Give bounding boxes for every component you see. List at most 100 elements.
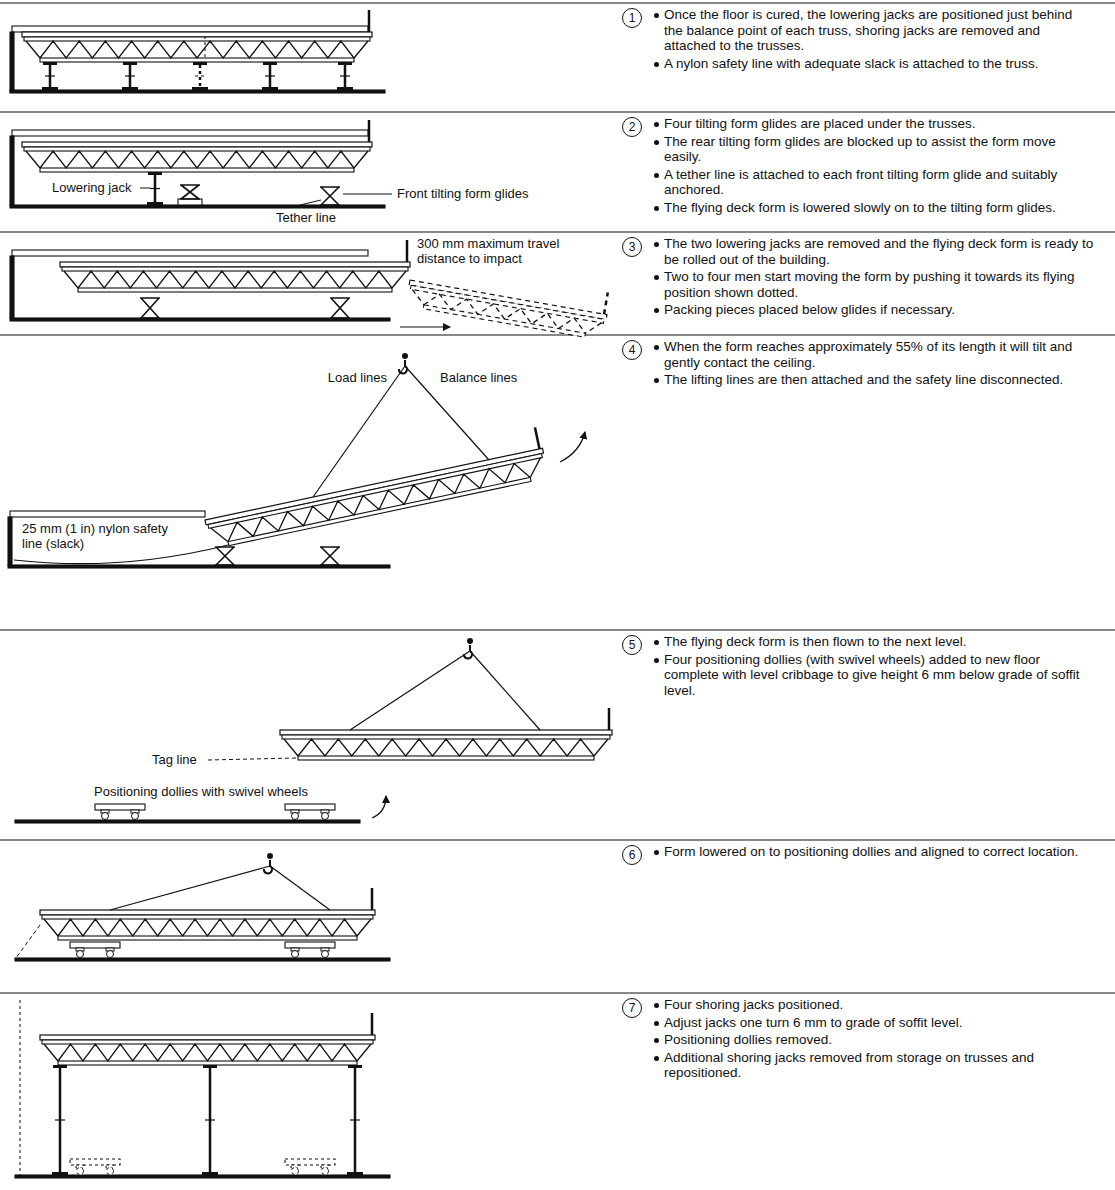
end-post — [26, 41, 40, 58]
dolly-frame — [70, 942, 120, 948]
jack-handle — [350, 1119, 360, 1120]
dolly-frame — [285, 942, 335, 948]
dolly-frame — [285, 1159, 335, 1165]
part-label: 300 mm maximum travel distance to impact — [415, 236, 594, 266]
deck — [22, 32, 372, 37]
section-separator — [0, 630, 1115, 631]
bullet-dot — [654, 308, 659, 313]
deck — [60, 262, 410, 267]
end-post — [354, 41, 368, 58]
truss-web — [58, 919, 357, 936]
part-label: Tether line — [274, 210, 338, 225]
wheel — [107, 951, 114, 958]
bottom-chord — [423, 305, 585, 337]
wheel — [292, 951, 299, 958]
step-number: 1 — [622, 8, 642, 28]
jack-base — [347, 1172, 363, 1175]
floor — [15, 1175, 390, 1178]
leader-line — [140, 188, 150, 189]
bullet-dot — [654, 345, 659, 350]
tilting-glide — [180, 185, 200, 199]
deck — [22, 142, 372, 147]
jack-handle — [125, 75, 135, 76]
jack-handle — [45, 75, 55, 76]
jack-head — [338, 62, 352, 65]
dolly-frame — [95, 804, 145, 810]
edge-rail — [535, 427, 540, 449]
step-instruction: Additional shoring jacks removed from st… — [664, 1050, 1094, 1081]
part-label: Lowering jack — [50, 180, 134, 195]
bullet-dot — [654, 658, 659, 663]
edge-rail — [371, 888, 374, 910]
alignment-line — [16, 925, 40, 958]
bullet-dot — [654, 1056, 659, 1061]
wheel — [292, 1168, 299, 1175]
cured-floor-slab — [12, 26, 368, 32]
step-instruction: The rear tilting form glides are blocked… — [664, 134, 1094, 165]
step-number: 2 — [622, 117, 642, 137]
flying-truss — [22, 10, 372, 62]
crane-hook-eye — [267, 853, 273, 859]
dolly-frame — [285, 804, 335, 810]
callout-number: 6 — [629, 849, 636, 861]
callout-number: 2 — [629, 121, 636, 133]
bullet-dot — [654, 1038, 659, 1043]
jack-head — [193, 62, 207, 65]
step-instruction: When the form reaches approximately 55% … — [664, 339, 1094, 370]
jack-base — [202, 1172, 218, 1175]
truss-web — [40, 151, 354, 168]
step-instruction: Positioning dollies removed. — [664, 1032, 1094, 1048]
load-line — [350, 651, 470, 730]
tilting-glide — [140, 298, 160, 318]
top-chord — [208, 454, 542, 529]
tether-line — [300, 200, 321, 205]
truss-web — [298, 739, 594, 756]
jack-base — [337, 87, 353, 90]
part-label: Front tilting form glides — [395, 186, 531, 201]
deck — [40, 1035, 375, 1040]
leader-line — [343, 194, 392, 195]
end-post — [357, 1044, 371, 1061]
jack-head — [123, 62, 137, 65]
bullet-dot — [654, 13, 659, 18]
wheel — [322, 1168, 329, 1175]
jack-base — [122, 87, 138, 90]
end-post — [585, 320, 601, 335]
bullet-dot — [654, 640, 659, 645]
bullet-dot — [654, 140, 659, 145]
jack-head — [148, 172, 162, 175]
step-instruction: Form lowered on to positioning dollies a… — [664, 844, 1094, 860]
ceiling-slab — [10, 511, 205, 517]
wheel — [322, 813, 329, 820]
edge-rail — [406, 240, 409, 262]
jack-post — [199, 65, 202, 87]
wheel — [102, 813, 109, 820]
jack-head — [348, 1065, 362, 1068]
bullet-dot — [654, 850, 659, 855]
balance-line — [470, 651, 540, 730]
top-chord — [410, 285, 604, 323]
part-label: Tag line — [150, 752, 199, 767]
wheel — [322, 951, 329, 958]
jack-handle — [205, 1119, 215, 1120]
truss-web — [78, 271, 392, 288]
end-post — [527, 458, 544, 478]
tag-line — [208, 758, 296, 760]
step-number: 7 — [622, 998, 642, 1018]
callout-number: 3 — [629, 241, 636, 253]
edge-rail — [371, 1013, 374, 1035]
step-number: 6 — [622, 845, 642, 865]
section-separator — [0, 112, 1115, 113]
end-post — [26, 151, 40, 168]
callout-number: 4 — [629, 344, 636, 356]
tilting-glide — [320, 547, 340, 565]
edge-rail — [608, 708, 611, 730]
truss-web — [40, 41, 354, 58]
part-label: 25 mm (1 in) nylon safety line (slack) — [20, 521, 184, 551]
flying-truss — [60, 240, 410, 292]
callout-number: 7 — [629, 1002, 636, 1014]
bullet-dot — [654, 1021, 659, 1026]
new-floor — [15, 820, 360, 823]
flying-truss — [405, 258, 610, 340]
